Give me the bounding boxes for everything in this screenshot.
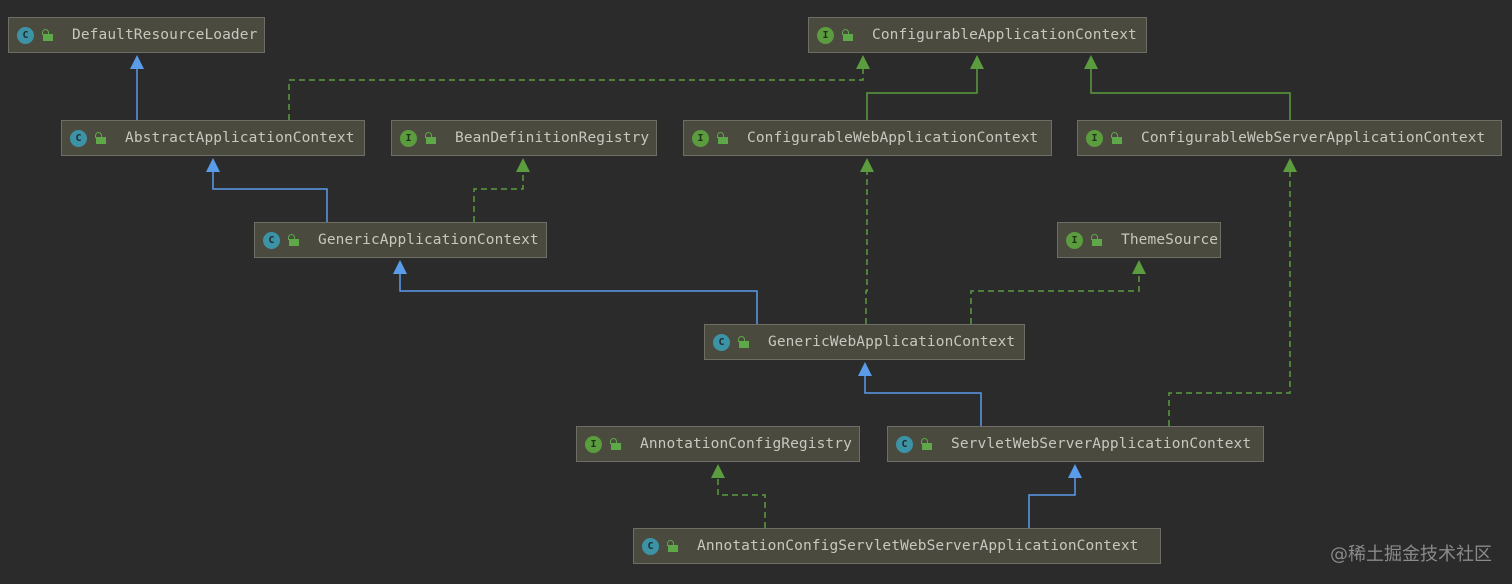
- edge-line: [1090, 67, 1291, 120]
- public-visibility-icon: [1109, 131, 1123, 145]
- class-icon: C: [713, 333, 730, 351]
- node-label: AnnotationConfigRegistry: [640, 436, 852, 452]
- edge-generic-application-context-to-abstract-application-context: [206, 158, 328, 222]
- edge-servlet-web-server-application-context-to-configurable-web-server-application-context: [1168, 158, 1297, 426]
- node-label: AbstractApplicationContext: [125, 130, 355, 146]
- edge-line: [970, 272, 1140, 324]
- node-generic-web-application-context[interactable]: C GenericWebApplicationContext: [704, 324, 1025, 360]
- interface-icon: I: [817, 26, 834, 44]
- node-configurable-web-server-application-context[interactable]: I ConfigurableWebServerApplicationContext: [1077, 120, 1502, 156]
- node-theme-source[interactable]: I ThemeSource: [1057, 222, 1221, 258]
- public-visibility-icon: [286, 233, 300, 247]
- node-label: GenericWebApplicationContext: [768, 334, 1016, 350]
- node-label: DefaultResourceLoader: [72, 27, 258, 43]
- edge-line: [212, 170, 328, 222]
- public-visibility-icon: [919, 437, 933, 451]
- inheritance-arrowhead-icon: [711, 464, 725, 478]
- interface-icon: I: [585, 435, 602, 453]
- node-configurable-web-application-context[interactable]: I ConfigurableWebApplicationContext: [683, 120, 1052, 156]
- abstract-class-icon: C: [70, 129, 87, 147]
- node-label: AnnotationConfigServletWebServerApplicat…: [697, 538, 1139, 554]
- edge-configurable-web-server-application-context-to-configurable-application-context: [1084, 55, 1291, 120]
- edge-generic-application-context-to-bean-definition-registry: [473, 158, 530, 222]
- interface-icon: I: [1086, 129, 1103, 147]
- node-label: BeanDefinitionRegistry: [455, 130, 650, 146]
- edge-annotation-config-servlet-web-server-application-context-to-servlet-web-server-application-context: [1028, 464, 1082, 528]
- node-configurable-application-context[interactable]: I ConfigurableApplicationContext: [808, 17, 1147, 53]
- edge-line: [1028, 476, 1076, 528]
- node-annotation-config-registry[interactable]: I AnnotationConfigRegistry: [576, 426, 860, 462]
- public-visibility-icon: [423, 131, 437, 145]
- edge-generic-web-application-context-to-generic-application-context: [393, 260, 758, 324]
- interface-icon: I: [692, 129, 709, 147]
- edge-line: [717, 476, 766, 528]
- interface-icon: I: [400, 129, 417, 147]
- node-label: ConfigurableWebApplicationContext: [747, 130, 1039, 146]
- node-annotation-config-servlet-web-server-application-context[interactable]: C AnnotationConfigServletWebServerApplica…: [633, 528, 1161, 564]
- inheritance-arrowhead-icon: [1132, 260, 1146, 274]
- inheritance-arrowhead-icon: [1283, 158, 1297, 172]
- node-default-resource-loader[interactable]: C DefaultResourceLoader: [8, 17, 265, 53]
- public-visibility-icon: [840, 28, 854, 42]
- edge-line: [473, 170, 524, 222]
- node-label: ServletWebServerApplicationContext: [951, 436, 1252, 452]
- inheritance-arrowhead-icon: [1084, 55, 1098, 69]
- edge-line: [1168, 170, 1291, 426]
- edge-line: [288, 67, 864, 120]
- inheritance-arrowhead-icon: [856, 55, 870, 69]
- node-label: GenericApplicationContext: [318, 232, 539, 248]
- node-bean-definition-registry[interactable]: I BeanDefinitionRegistry: [391, 120, 657, 156]
- inheritance-arrowhead-icon: [516, 158, 530, 172]
- inheritance-arrowhead-icon: [1068, 464, 1082, 478]
- class-icon: C: [263, 231, 280, 249]
- edge-generic-web-application-context-to-theme-source: [970, 260, 1146, 324]
- edge-generic-web-application-context-to-configurable-web-application-context: [860, 158, 874, 324]
- edge-abstract-application-context-to-default-resource-loader: [130, 55, 144, 120]
- node-label: ThemeSource: [1121, 232, 1219, 248]
- public-visibility-icon: [608, 437, 622, 451]
- node-servlet-web-server-application-context[interactable]: C ServletWebServerApplicationContext: [887, 426, 1264, 462]
- class-icon: C: [642, 537, 659, 555]
- node-label: ConfigurableApplicationContext: [872, 27, 1137, 43]
- public-visibility-icon: [1089, 233, 1103, 247]
- interface-icon: I: [1066, 231, 1083, 249]
- node-label: ConfigurableWebServerApplicationContext: [1141, 130, 1486, 146]
- node-abstract-application-context[interactable]: C AbstractApplicationContext: [61, 120, 365, 156]
- edge-configurable-web-application-context-to-configurable-application-context: [866, 55, 984, 120]
- node-generic-application-context[interactable]: C GenericApplicationContext: [254, 222, 547, 258]
- public-visibility-icon: [93, 131, 107, 145]
- public-visibility-icon: [736, 335, 750, 349]
- inheritance-arrowhead-icon: [130, 55, 144, 69]
- edge-servlet-web-server-application-context-to-generic-web-application-context: [858, 362, 982, 426]
- edge-line: [864, 374, 982, 426]
- inheritance-arrowhead-icon: [206, 158, 220, 172]
- edge-annotation-config-servlet-web-server-application-context-to-annotation-config-registry: [711, 464, 766, 528]
- public-visibility-icon: [665, 539, 679, 553]
- edge-line: [866, 67, 978, 120]
- inheritance-arrowhead-icon: [858, 362, 872, 376]
- edge-abstract-application-context-to-configurable-application-context: [288, 55, 870, 120]
- edge-line: [865, 170, 868, 324]
- watermark: @稀土掘金技术社区: [1330, 544, 1492, 565]
- class-icon: C: [896, 435, 913, 453]
- edge-line: [399, 272, 758, 324]
- inheritance-arrowhead-icon: [393, 260, 407, 274]
- inheritance-arrowhead-icon: [970, 55, 984, 69]
- inheritance-arrowhead-icon: [860, 158, 874, 172]
- class-icon: C: [17, 26, 34, 44]
- public-visibility-icon: [40, 28, 54, 42]
- public-visibility-icon: [715, 131, 729, 145]
